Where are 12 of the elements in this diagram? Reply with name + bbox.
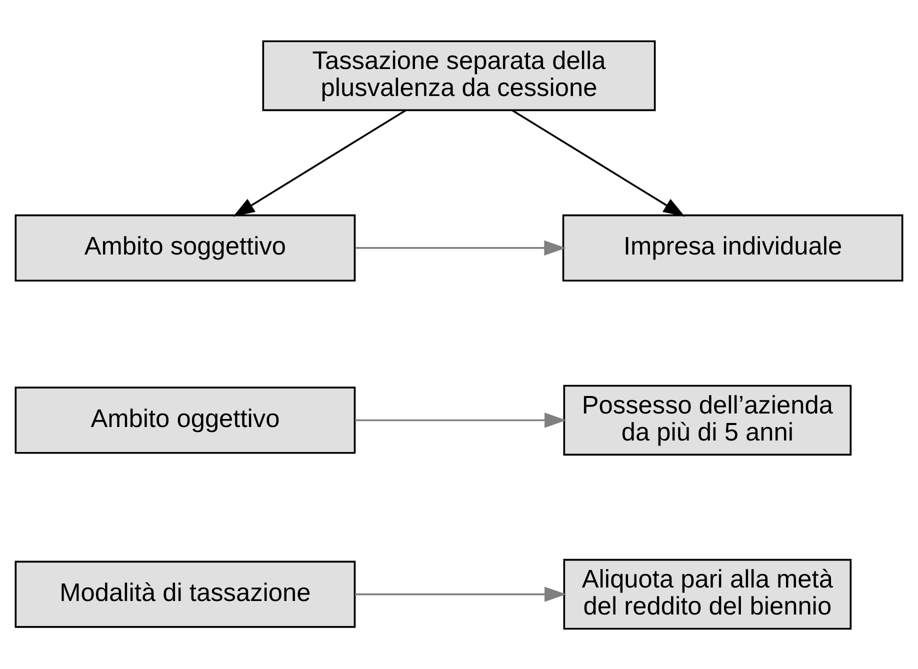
node-box: Possesso dell’azienda da più di 5 anni bbox=[563, 384, 852, 456]
arrow bbox=[355, 412, 566, 428]
node-box: Ambito oggettivo bbox=[14, 386, 356, 454]
node-box: Modalità di tassazione bbox=[14, 560, 356, 628]
node-box: Impresa individuale bbox=[562, 214, 904, 281]
node-box: Ambito soggettivo bbox=[14, 214, 356, 281]
arrow bbox=[232, 109, 406, 216]
arrow bbox=[512, 109, 686, 216]
node-box: Tassazione separata della plusvalenza da cessione bbox=[262, 40, 656, 111]
node-box: Aliquota pari alla metà del reddito del biennio bbox=[563, 558, 852, 630]
arrow bbox=[355, 586, 566, 602]
arrow bbox=[355, 240, 566, 256]
